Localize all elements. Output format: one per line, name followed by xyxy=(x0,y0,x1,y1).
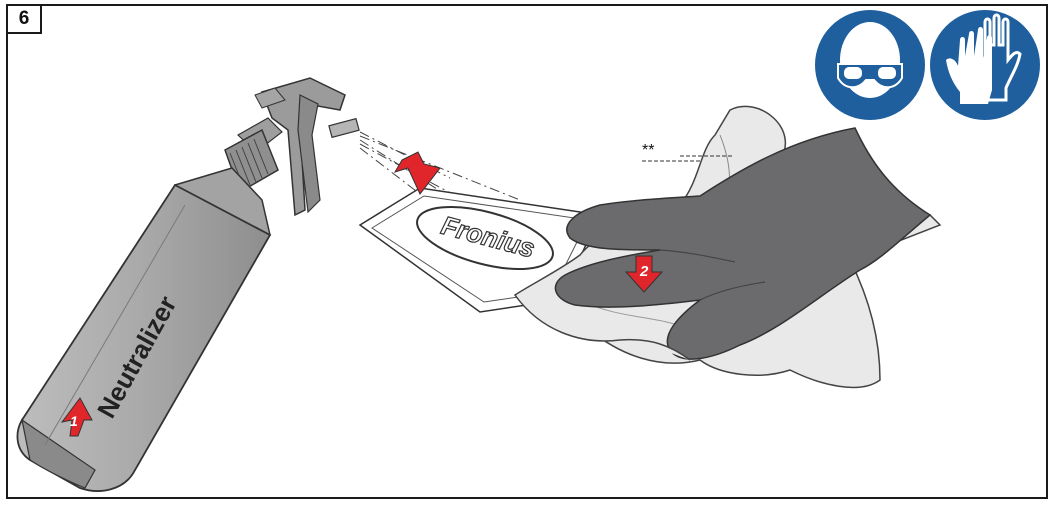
svg-text:1: 1 xyxy=(70,413,78,429)
spray-bottle: Neutralizer xyxy=(17,78,359,491)
eye-protection-icon xyxy=(814,9,926,121)
protective-gloves-icon xyxy=(929,9,1041,121)
footnote-marker: ** xyxy=(642,142,654,159)
svg-text:2: 2 xyxy=(639,263,649,280)
spray-direction-arrow xyxy=(395,152,440,194)
